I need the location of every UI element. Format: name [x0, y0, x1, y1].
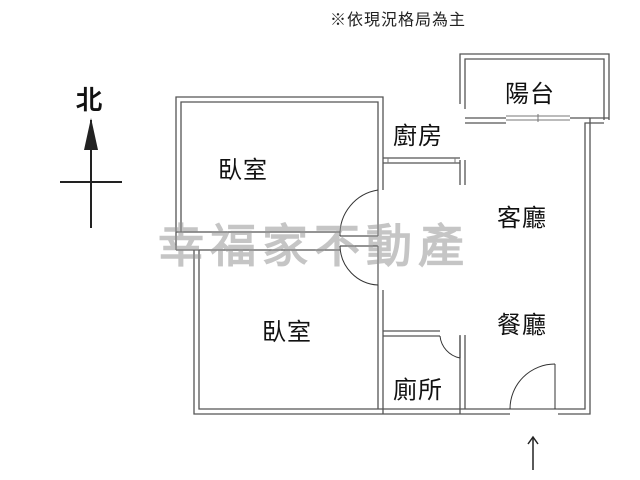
watermark-text: 幸福家不動產 [158, 219, 470, 273]
walls [175, 53, 610, 415]
room-label-dining-room: 餐廳 [497, 311, 547, 339]
layout-disclaimer-note: ※依現況格局為主 [330, 10, 467, 29]
north-arrow-icon [60, 118, 122, 228]
room-label-toilet: 廁所 [393, 376, 443, 404]
north-label: 北 [76, 86, 103, 116]
room-label-kitchen: 廚房 [393, 122, 443, 150]
entrance-arrow-icon [527, 435, 539, 470]
room-label-living-room: 客廳 [497, 204, 547, 232]
room-label-bedroom-1: 臥室 [218, 156, 268, 184]
room-label-bedroom-2: 臥室 [262, 318, 312, 346]
room-label-balcony: 陽台 [505, 80, 555, 108]
